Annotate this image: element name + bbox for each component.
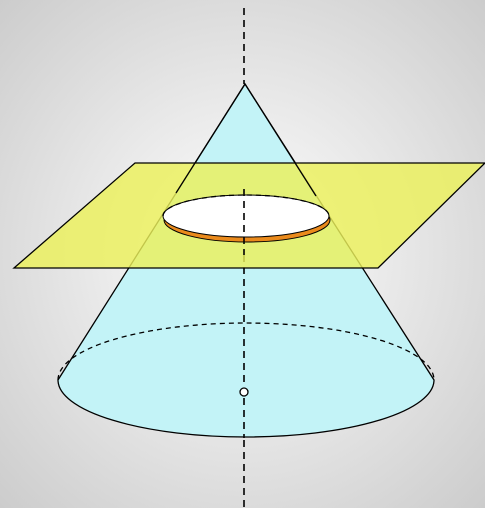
cone-left-edge-upper <box>175 83 246 194</box>
base-center-marker <box>239 387 249 397</box>
cone-right-edge-upper <box>244 83 317 197</box>
section-back-edge-dashed <box>162 194 330 217</box>
